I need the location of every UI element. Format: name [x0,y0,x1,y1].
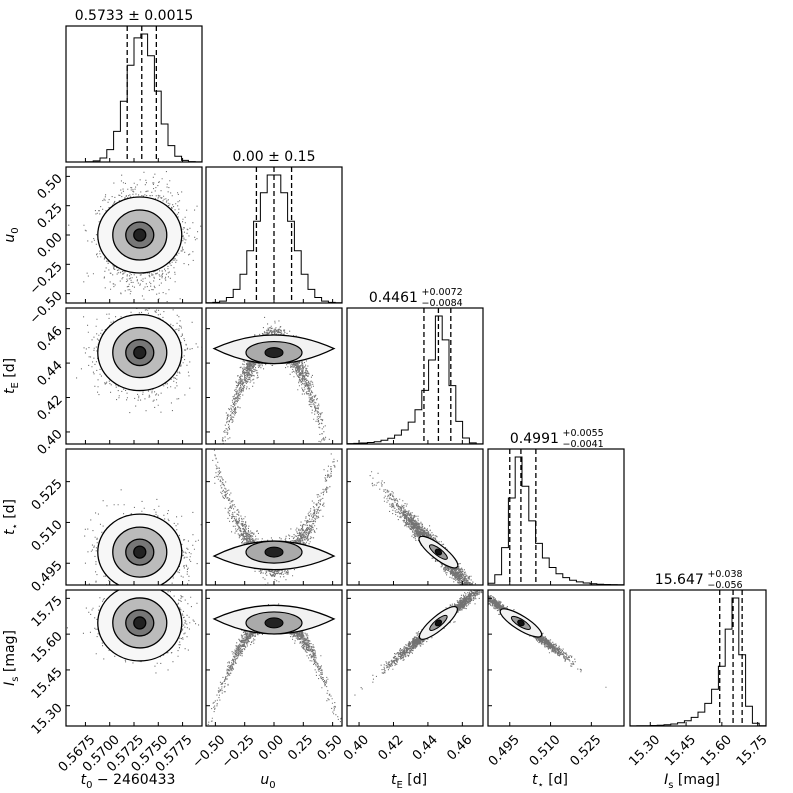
scatter-t0-u0 [68,171,202,303]
y-tick-label-u0: 0.25 [35,201,66,232]
y-axis-label-Is: Is [mag] [2,630,21,686]
title-sub-tE: −0.0084 [422,298,463,309]
scatter-t0-tstar [84,489,202,585]
scatter-tE-Is [354,590,483,696]
title-sup-tstar: +0.0055 [563,428,604,439]
y-axis-label-u0: u0 [2,227,21,242]
y-tick-label-u0: −0.25 [27,259,66,298]
x-tick-label-u0: 0.50 [315,732,346,763]
x-tick-label-tE: 0.44 [410,732,441,763]
density-contour-tstar-Is [517,619,525,627]
x-tick-label-Is: 15.75 [734,732,771,769]
histogram-step-tstar [488,456,624,585]
x-axis-label-tE: tE [d] [391,772,427,791]
y-tick-label-tstar: 0.525 [29,477,66,514]
x-tick-label-Is: 15.60 [698,732,735,769]
title-tstar: 0.4991 [510,431,559,447]
y-axis-label-tstar: t⋆ [d] [2,499,21,535]
y-tick-label-tE: 0.42 [35,393,66,424]
title-sup-Is: +0.038 [707,569,742,580]
y-tick-label-u0: 0.00 [35,230,66,261]
scatter-tE-tstar [369,471,476,585]
x-tick-label-u0: 0.25 [285,732,316,763]
x-tick-label-tstar: 0.525 [567,732,604,769]
panel-frame [346,448,484,586]
y-tick-label-tstar: 0.495 [29,558,66,595]
x-axis-label-u0: u0 [260,772,275,791]
x-tick-label-tE: 0.46 [444,732,475,763]
histogram-step-Is [630,597,766,726]
density-contour-tE-Is [434,619,443,627]
histogram-tE [347,308,483,444]
x-tick-label-tstar: 0.495 [486,732,523,769]
x-tick-label-u0: 0.00 [256,732,287,763]
y-tick-label-tE: 0.44 [35,358,66,389]
density-contour-u0-tE [264,347,284,359]
scatter-t0-Is [66,590,202,674]
title-Is: 15.647 [655,572,704,588]
title-t0: 0.5733 ± 0.0015 [75,8,194,24]
x-tick-label-Is: 15.45 [662,732,699,769]
scatter-u0-Is [207,603,342,726]
title-tE: 0.4461 [369,290,418,306]
histogram-step-t0 [66,33,202,162]
density-contour-u0-tstar [264,546,284,558]
scatter-tstar-Is [488,593,607,688]
x-axis-label-tstar: t⋆ [d] [532,772,568,791]
y-tick-label-Is: 15.45 [29,665,66,702]
panel-frame [629,589,767,727]
histogram-u0 [206,167,342,303]
title-sub-tstar: −0.0041 [563,439,604,450]
panel-frame [346,307,484,445]
x-axis-label-Is: Is [mag] [664,772,720,791]
x-tick-label-u0: −0.25 [219,732,258,771]
density-contour-t0-tE [133,345,147,360]
title-sub-Is: −0.056 [707,580,742,591]
y-tick-label-tE: 0.46 [35,324,66,355]
histogram-t0 [66,26,202,162]
x-axis-label-t0: t0 − 2460433 [81,772,176,791]
y-tick-label-Is: 15.30 [29,701,66,738]
x-tick-label-Is: 15.30 [626,732,663,769]
density-contour-t0-Is [133,616,147,630]
panel-frame [346,589,484,727]
y-tick-label-u0: 0.50 [35,171,66,202]
density-contour-tE-tstar [434,548,443,556]
panel-frame [487,589,625,727]
y-axis-label-tE: tE [d] [2,358,21,394]
scatter-t0-tE [76,308,202,414]
scatter-u0-tstar [211,449,338,585]
x-tick-label-tE: 0.42 [375,732,406,763]
scatter-u0-tE [212,316,336,444]
histogram-tstar [488,449,624,585]
histogram-Is [630,590,766,726]
y-tick-label-Is: 15.75 [29,593,66,630]
density-contour-u0-Is [264,617,284,629]
density-contour-t0-tstar [133,545,147,559]
density-contour-t0-u0 [133,228,147,242]
x-tick-label-tE: 0.40 [341,732,372,763]
y-tick-label-tstar: 0.510 [29,517,66,554]
panel-frame [487,448,625,586]
y-tick-label-Is: 15.60 [29,629,66,666]
x-tick-label-tstar: 0.510 [527,732,564,769]
title-sup-tE: +0.0072 [422,287,463,298]
title-u0: 0.00 ± 0.15 [233,149,316,165]
scatter-points-u0-Is [207,603,342,726]
y-tick-label-tE: 0.40 [35,427,66,458]
histogram-step-tE [347,315,483,444]
